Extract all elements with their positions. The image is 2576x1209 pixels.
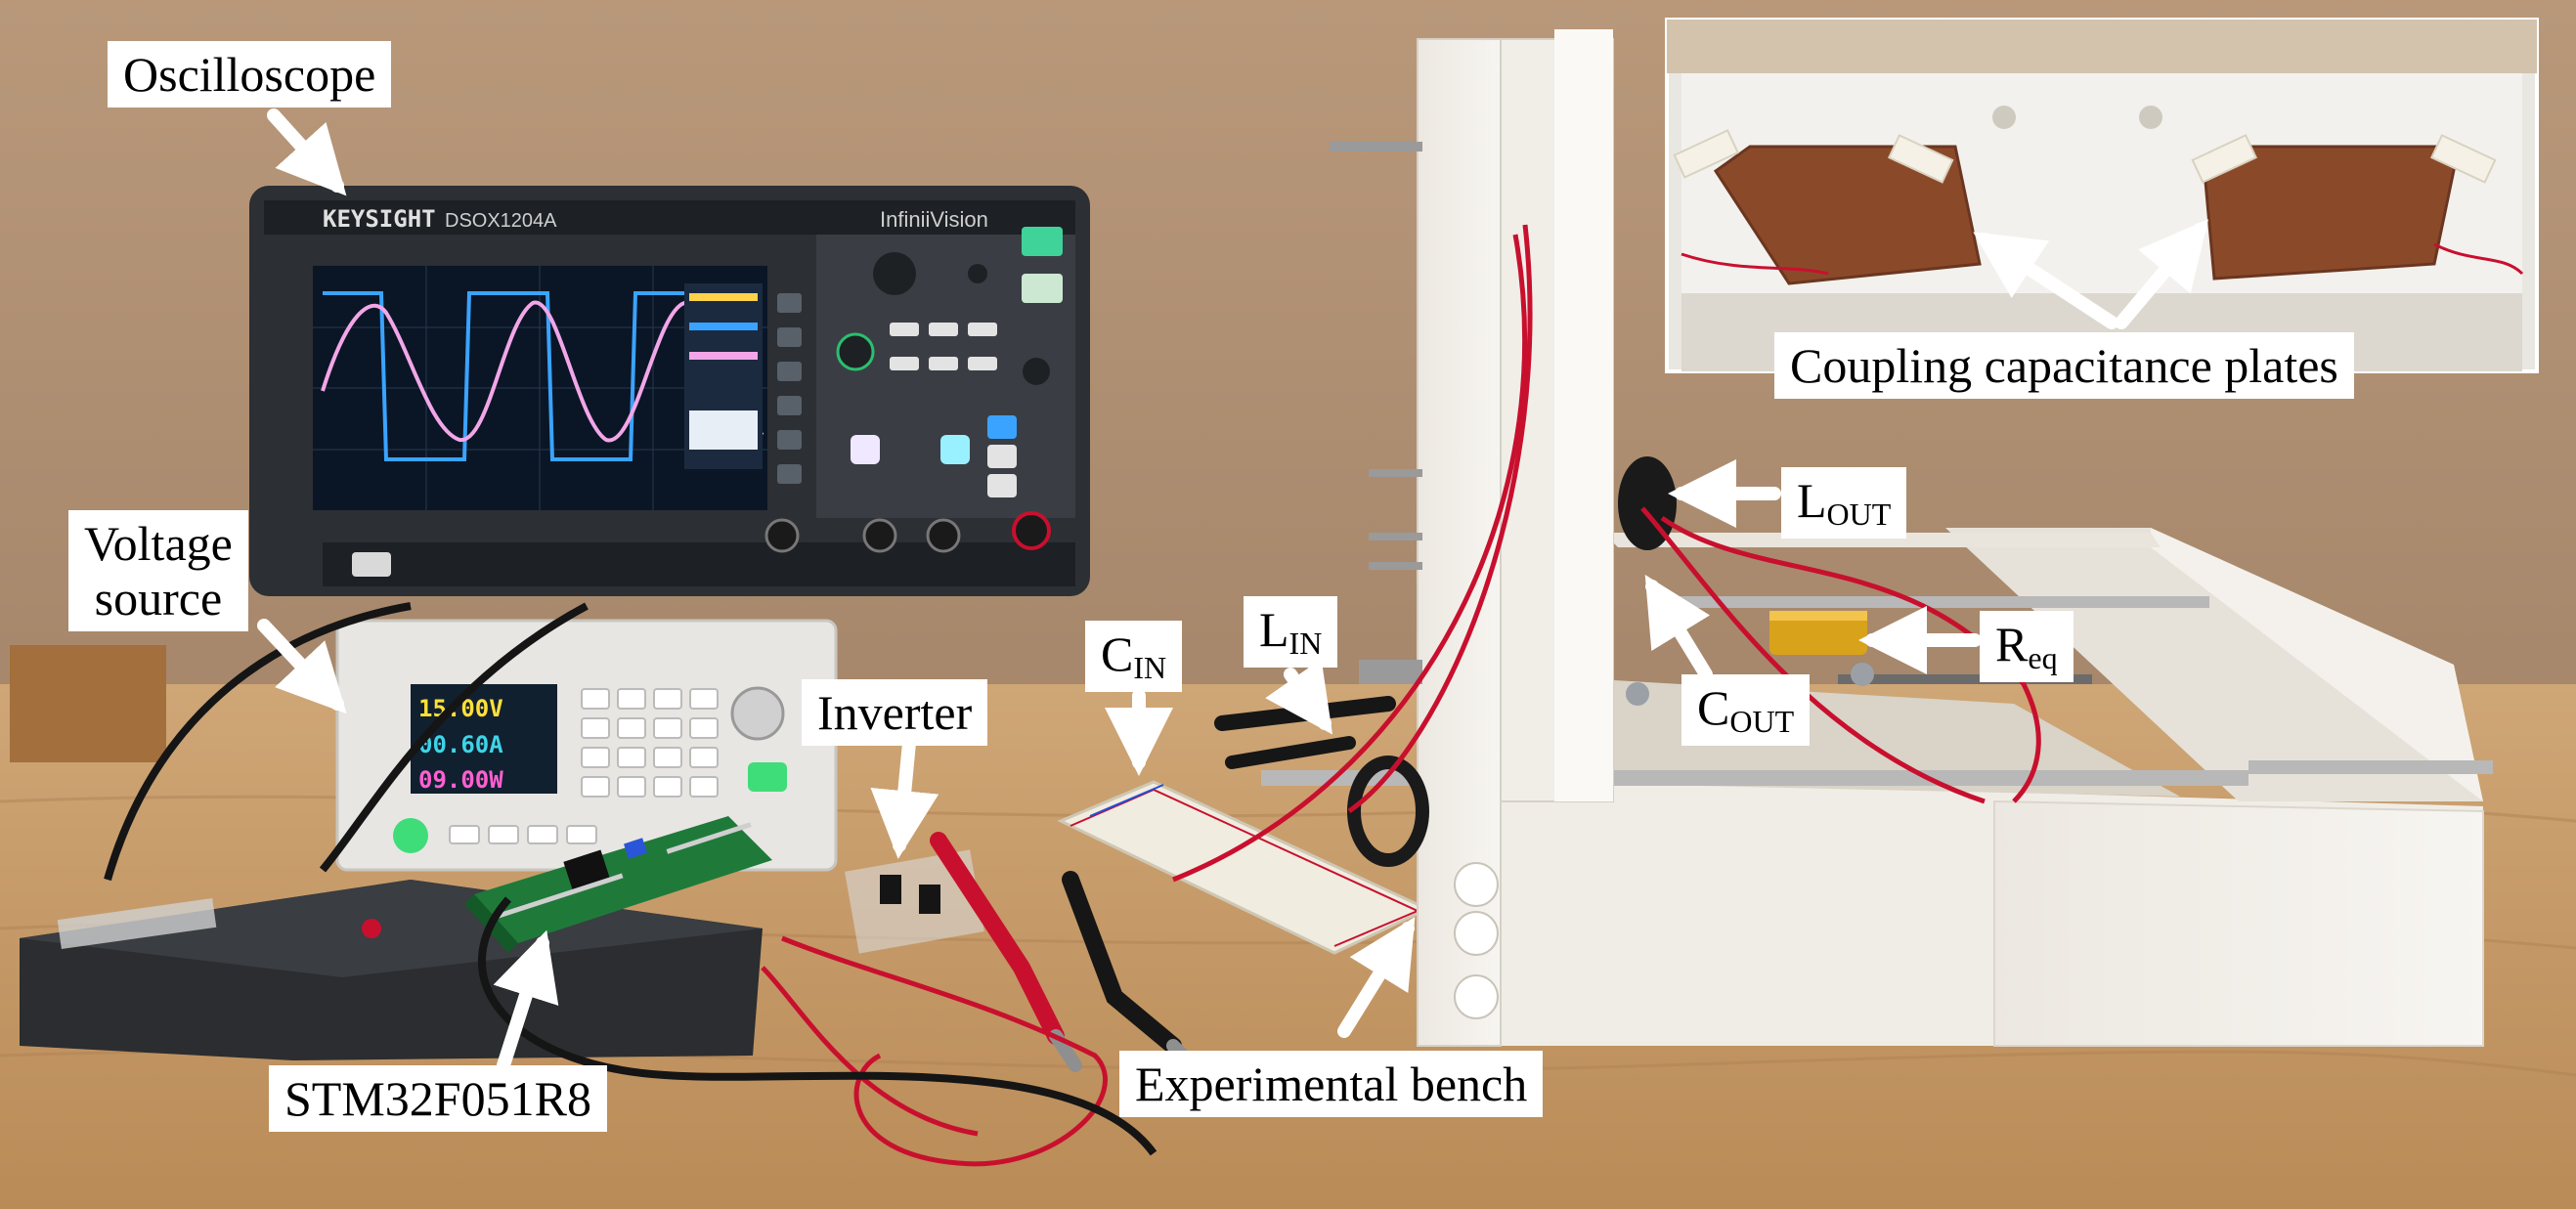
arrow-icons <box>257 108 2209 1072</box>
arrow-icon <box>1644 575 1713 681</box>
arrow-icon <box>1265 659 1333 735</box>
label-stm32: STM32F051R8 <box>269 1065 607 1132</box>
label-voltage-source: Voltage source <box>68 510 248 631</box>
psu-keypad <box>581 688 719 798</box>
label-l-in: LIN <box>1244 596 1338 668</box>
arrow-icon <box>267 108 347 196</box>
label-voltage-source-line2: source <box>94 571 223 626</box>
label-c-out-main: C <box>1697 680 1730 735</box>
label-l-in-sub: IN <box>1288 626 1323 661</box>
label-coupling-plates: Coupling capacitance plates <box>1774 332 2354 399</box>
scope-model: DSOX1204A <box>445 210 557 232</box>
inverter-illustration <box>845 849 984 954</box>
label-r-eq: Req <box>1980 611 2074 682</box>
label-oscilloscope: Oscilloscope <box>108 41 392 108</box>
power-supply-illustration: 15.00V 00.60A 09.00W <box>335 619 838 872</box>
copper-plate-left <box>1713 145 1982 285</box>
label-experimental-bench: Experimental bench <box>1119 1051 1544 1117</box>
label-voltage-source-line1: Voltage <box>84 516 233 571</box>
copper-plate-right <box>2203 145 2461 281</box>
arrow-icon <box>2115 219 2209 329</box>
psu-current-setting: 00.60A <box>418 731 503 758</box>
psu-power-setting: 09.00W <box>418 766 503 794</box>
current-probe-illustration <box>20 880 763 1060</box>
label-l-out-main: L <box>1797 473 1827 528</box>
arrow-icon <box>1973 232 2118 329</box>
label-c-out-sub: OUT <box>1729 704 1795 739</box>
scope-series: InfiniiVision <box>880 207 988 232</box>
arrow-icon <box>1337 917 1416 1038</box>
label-r-eq-sub: eq <box>2028 640 2058 675</box>
psu-display <box>411 684 557 794</box>
side-shelf <box>10 645 166 762</box>
red-wires <box>761 224 2041 1167</box>
label-l-out-sub: OUT <box>1826 497 1892 532</box>
oscilloscope-illustration: KEYSIGHT DSOX1204A InfiniiVision <box>249 186 1090 596</box>
label-l-out: LOUT <box>1781 467 1907 539</box>
arrow-icon <box>257 619 347 714</box>
wooden-frame-illustration <box>1261 29 2493 1047</box>
arrow-icon <box>870 736 939 859</box>
label-c-out: COUT <box>1681 674 1811 746</box>
label-inverter: Inverter <box>802 679 988 746</box>
scope-brand: KEYSIGHT <box>323 205 436 233</box>
arrow-icon <box>493 929 559 1072</box>
label-r-eq-main: R <box>1995 617 2029 671</box>
label-l-in-main: L <box>1259 602 1289 657</box>
label-c-in: CIN <box>1085 621 1183 692</box>
label-c-in-sub: IN <box>1133 650 1167 685</box>
black-wires <box>104 602 1157 1156</box>
label-c-in-main: C <box>1101 626 1134 681</box>
